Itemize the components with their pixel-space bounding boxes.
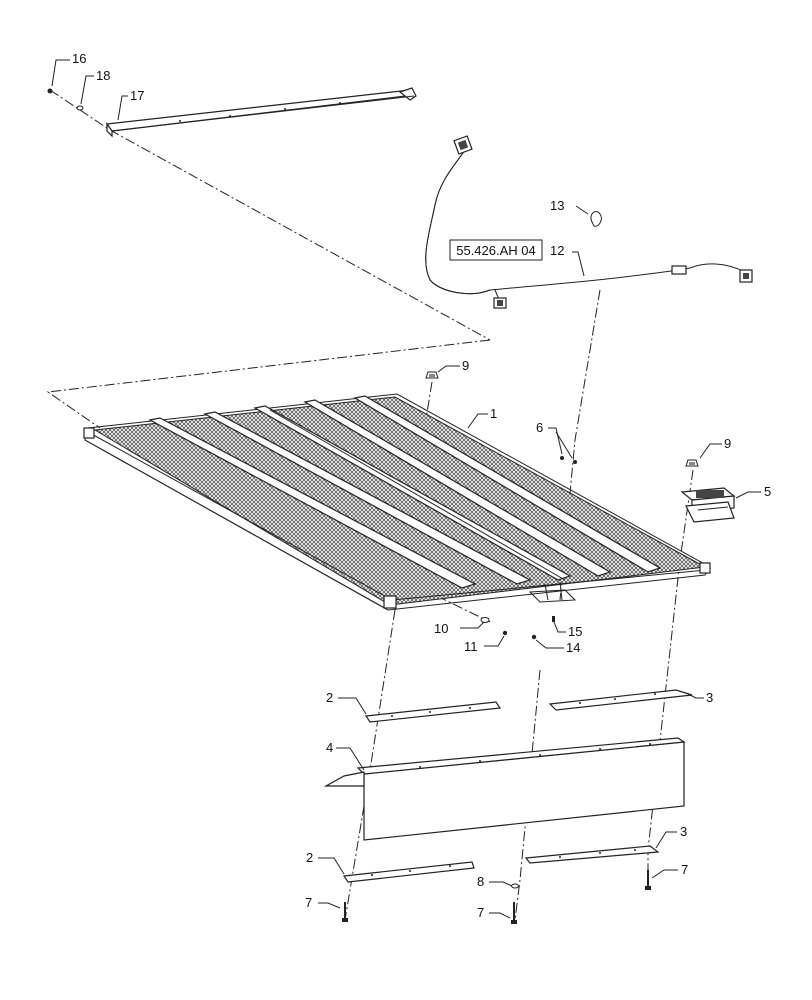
strip-part-2-upper xyxy=(364,701,502,723)
strip-part-2-lower xyxy=(342,861,475,883)
callout-12: 12 xyxy=(550,243,564,258)
callout-3-lower: 3 xyxy=(680,824,687,839)
callout-7-right: 7 xyxy=(681,862,688,877)
callout-15: 15 xyxy=(568,624,582,639)
fasteners-part-6 xyxy=(560,456,577,464)
sensor-bracket-part-5 xyxy=(680,487,736,523)
strip-part-3-lower xyxy=(524,845,660,864)
bolt-part-7-right xyxy=(645,870,651,890)
callout-5: 5 xyxy=(764,484,771,499)
callout-9-upper: 9 xyxy=(462,358,469,373)
fastener-part-15 xyxy=(552,616,555,622)
callout-9-right: 9 xyxy=(724,436,731,451)
callout-labels: 16 18 17 13 12 9 1 6 9 5 10 15 11 14 2 3… xyxy=(72,51,771,920)
nut-part-11 xyxy=(502,630,508,636)
bolt-part-7-left xyxy=(342,902,348,922)
cable-tie-part-13 xyxy=(590,211,602,227)
callout-3-upper: 3 xyxy=(706,690,713,705)
nut-part-9-upper xyxy=(425,371,439,379)
strip-part-3-upper xyxy=(548,689,693,711)
callout-13: 13 xyxy=(550,198,564,213)
callout-18: 18 xyxy=(96,68,110,83)
callout-16: 16 xyxy=(72,51,86,66)
washer-part-10 xyxy=(480,617,490,623)
callout-8: 8 xyxy=(477,874,484,889)
callout-2-upper: 2 xyxy=(326,690,333,705)
nut-part-9-right xyxy=(685,459,699,467)
fastener-part-16 xyxy=(47,88,53,94)
callout-11: 11 xyxy=(464,639,478,654)
callout-14: 14 xyxy=(566,640,580,655)
washer-part-8 xyxy=(511,883,519,889)
callout-7-left: 7 xyxy=(305,895,312,910)
bolt-part-7-center xyxy=(511,902,517,924)
reference-label: 55.426.AH 04 xyxy=(456,243,536,258)
washer-part-18 xyxy=(76,105,84,111)
angle-strip-part-17 xyxy=(105,87,417,138)
cover-panel-part-4 xyxy=(323,737,686,841)
callout-2-lower: 2 xyxy=(306,850,313,865)
callout-17: 17 xyxy=(130,88,144,103)
leader-lines xyxy=(51,59,761,919)
sieve-frame-part-1 xyxy=(83,393,711,611)
bolt-part-14 xyxy=(531,634,537,640)
callout-1: 1 xyxy=(490,406,497,421)
callout-10: 10 xyxy=(434,621,448,636)
callout-7-center: 7 xyxy=(477,905,484,920)
callout-6: 6 xyxy=(536,420,543,435)
wiring-harness-part-12 xyxy=(425,135,753,309)
reference-box: 55.426.AH 04 xyxy=(449,239,543,261)
callout-4: 4 xyxy=(326,740,333,755)
